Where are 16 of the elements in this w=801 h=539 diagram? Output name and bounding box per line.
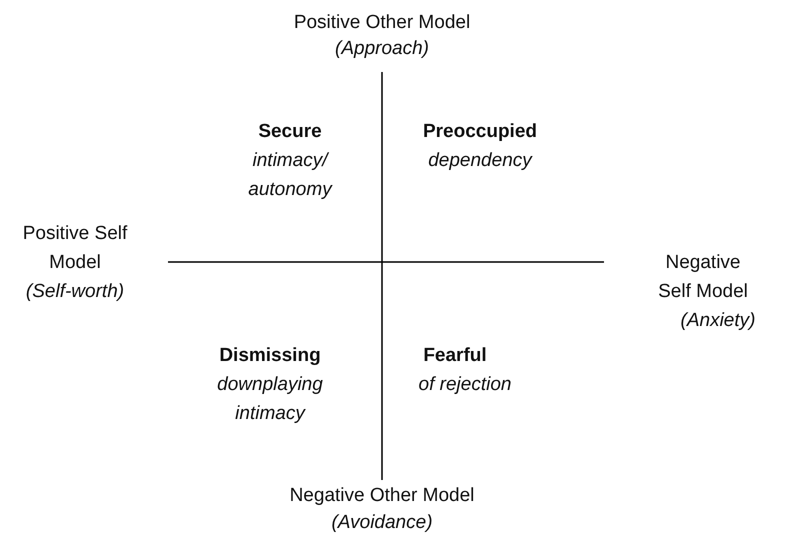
quadrant-title: Dismissing	[219, 344, 321, 368]
quadrant-title: Fearful	[423, 344, 487, 368]
quadrant-description: intimacy/ autonomy	[247, 149, 334, 202]
quadrant-description: of rejection	[418, 373, 512, 397]
axis-label: (Self-worth)	[26, 280, 124, 304]
quadrant-description: dependency	[428, 149, 532, 173]
quadrant-title: Secure	[258, 120, 322, 144]
axis-label: (Anxiety)	[680, 309, 756, 333]
axis-label: Positive Self Model	[22, 222, 128, 275]
axis-label: (Approach)	[335, 37, 429, 61]
axis-label: (Avoidance)	[331, 511, 433, 535]
quadrant-title: Preoccupied	[422, 120, 538, 144]
axis-label: Positive Other Model	[294, 11, 470, 35]
axis-label: Negative Self Model	[657, 251, 749, 304]
axis-label: Negative Other Model	[290, 484, 474, 508]
quadrant-description: downplaying intimacy	[216, 373, 324, 426]
